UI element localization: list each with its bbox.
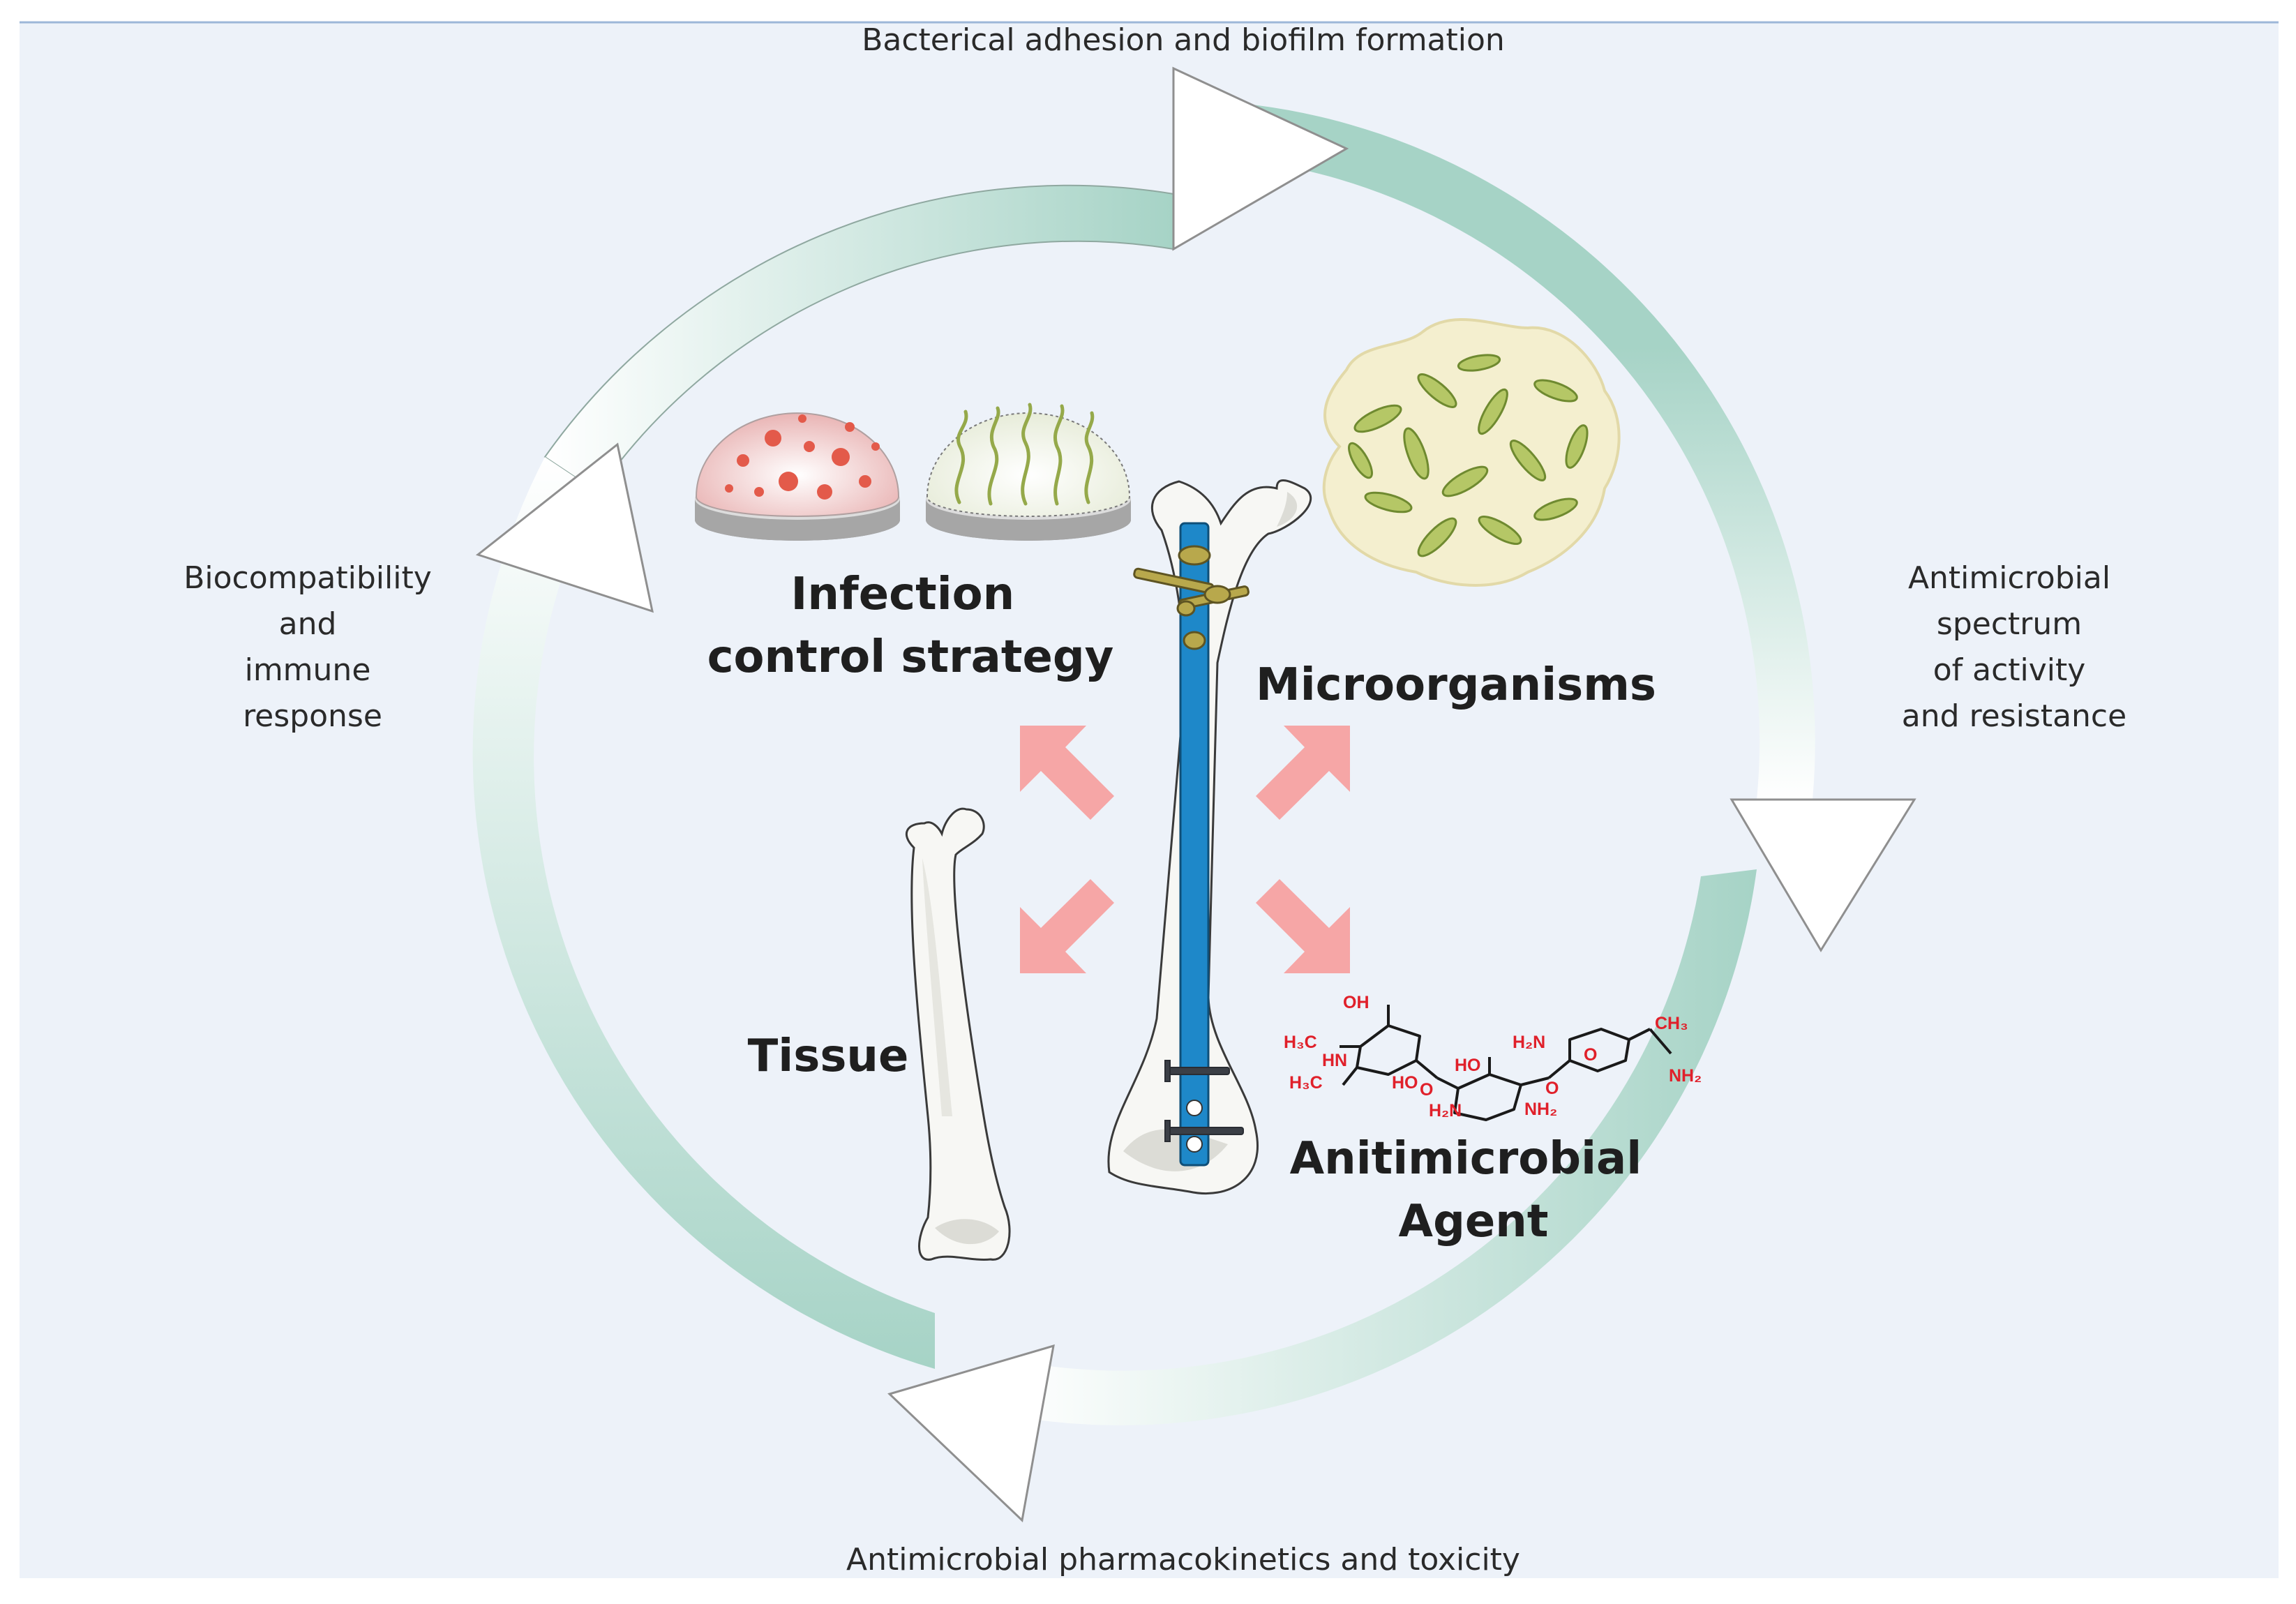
tissue-bone-illustration: [905, 807, 1011, 1261]
pink-arrows: [1020, 726, 1350, 973]
chem-h3c-2: H₃C: [1289, 1073, 1323, 1093]
chem-nh2-a: NH₂: [1524, 1100, 1557, 1119]
chem-o-3: O: [1584, 1045, 1597, 1065]
arrowhead-left: [475, 442, 654, 613]
microorganisms-illustration: [1322, 318, 1621, 587]
chem-h2n-2: H₂N: [1513, 1033, 1545, 1052]
chem-ho-1: HO: [1392, 1073, 1418, 1093]
label-biocompatibility: Biocompatibility and immune response: [183, 560, 442, 734]
femur-with-implant-illustration: [1107, 479, 1312, 1195]
label-adhesion-biofilm: Bacterical adhesion and biofilm formatio…: [862, 22, 1505, 58]
chem-hn: HN: [1322, 1051, 1347, 1070]
chem-h3c-1: H₃C: [1284, 1033, 1317, 1052]
label-microorganisms: Microorganisms: [1256, 659, 1656, 711]
chem-o-2: O: [1545, 1079, 1559, 1098]
arrowhead-right: [1729, 798, 1916, 952]
chem-o-1: O: [1420, 1080, 1433, 1100]
chem-ho-2: HO: [1455, 1056, 1481, 1075]
label-infection-control: Infection control strategy: [707, 569, 1114, 683]
ring-arrow-right: [1226, 102, 1815, 800]
particle-dome-illustration: [695, 412, 900, 541]
pink-arrow-down-right: [1256, 879, 1350, 973]
chem-h2n-1: H₂N: [1429, 1101, 1462, 1120]
antimicrobial-molecule-illustration: OH H₃C HN H₃C HO O HO H₂N NH₂ O H₂N O CH…: [1284, 993, 1702, 1121]
chem-nh2-b: NH₂: [1669, 1066, 1702, 1086]
label-tissue: Tissue: [748, 1030, 909, 1082]
label-antimicrobial-agent: Anitimicrobial Agent: [1290, 1133, 1658, 1247]
arrowhead-bottom: [887, 1344, 1055, 1523]
pink-arrow-down-left: [1020, 879, 1114, 973]
chem-oh-1: OH: [1343, 993, 1370, 1012]
fiber-dome-illustration: [926, 403, 1131, 541]
label-pharmacokinetics-toxicity: Antimicrobial pharmacokinetics and toxic…: [846, 1542, 1520, 1577]
chem-ch3: CH₃: [1655, 1014, 1688, 1033]
cycle-ring: [472, 66, 1916, 1523]
intramedullary-nail: [1179, 522, 1210, 1167]
pink-arrow-up-right: [1256, 726, 1350, 820]
pink-arrow-up-left: [1020, 726, 1114, 820]
ring-arrow-bottom: [1010, 869, 1757, 1425]
label-antimicrobial-spectrum: Antimicrobial spectrum of activity and r…: [1902, 560, 2126, 734]
arrowhead-top: [1172, 66, 1349, 251]
background-panel: [20, 22, 2279, 1578]
